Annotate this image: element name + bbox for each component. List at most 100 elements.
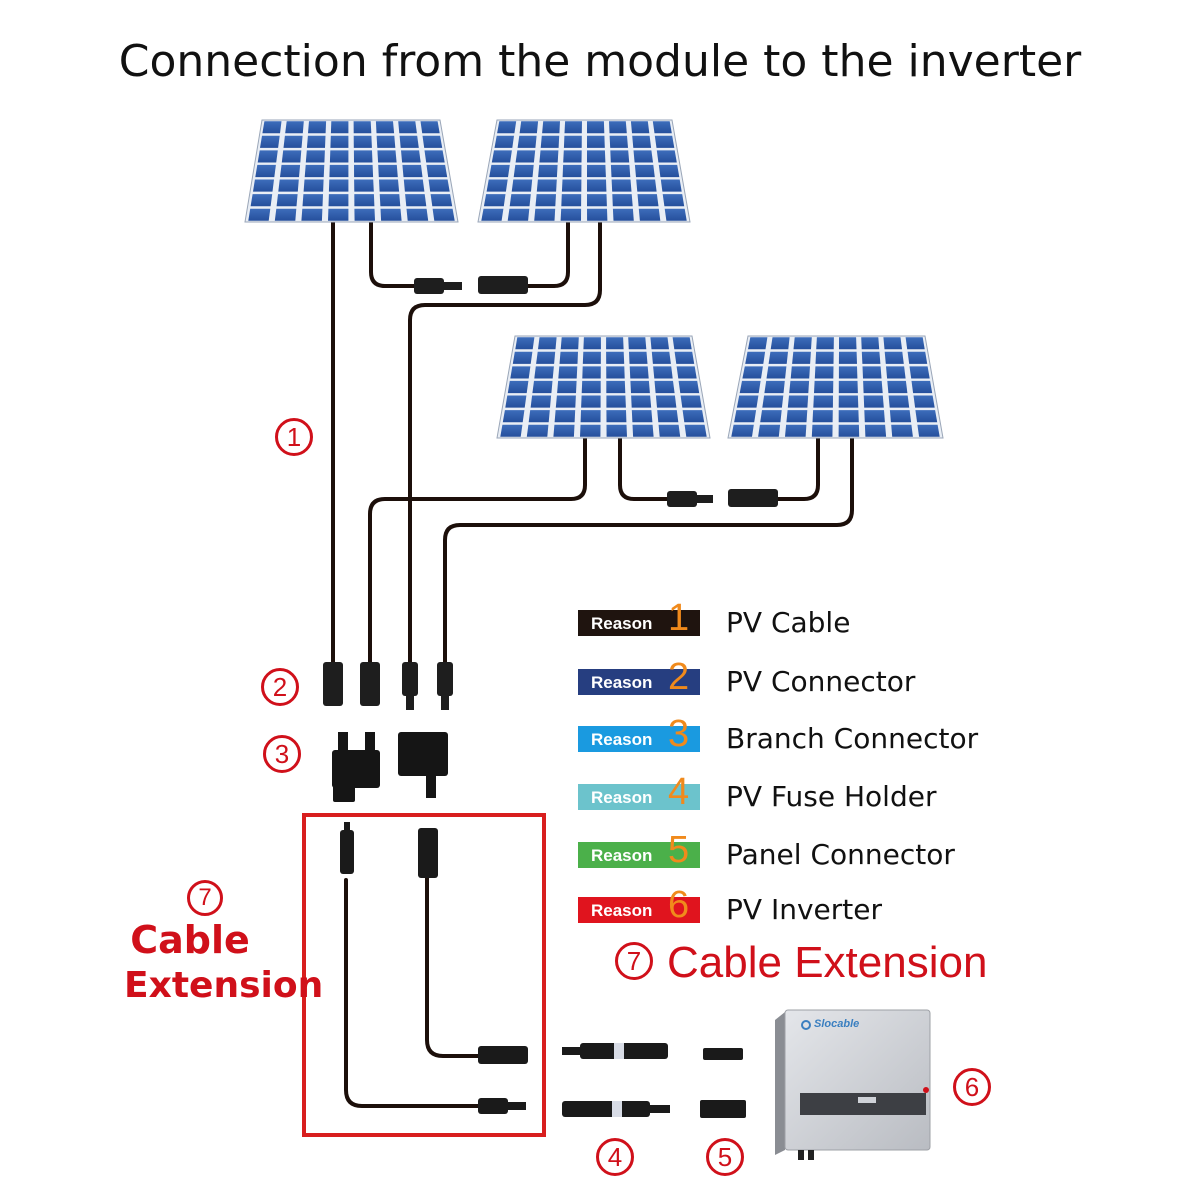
reason-word: Reason (591, 846, 653, 865)
solar-cell (758, 424, 781, 437)
callout-2: 2 (261, 668, 299, 706)
solar-cell (378, 164, 398, 178)
solar-cell (887, 380, 908, 394)
solar-cell (770, 337, 790, 350)
solar-cell (405, 194, 427, 207)
solar-cell (562, 164, 582, 178)
cable-panel3-link (618, 436, 674, 501)
solar-cell (354, 179, 374, 192)
solar-cell (793, 337, 812, 350)
solar-cell (609, 135, 628, 148)
solar-cell (883, 337, 902, 350)
fuse-holder-1 (562, 1043, 668, 1059)
solar-cell (281, 150, 302, 163)
solar-cell (658, 164, 680, 178)
solar-cell (558, 366, 578, 379)
solar-cell (611, 179, 632, 192)
extension-cable-1 (344, 878, 482, 1108)
solar-cell (864, 410, 885, 423)
extension-top-connector-2 (418, 828, 438, 878)
solar-cell (329, 150, 349, 163)
solar-cell (748, 337, 768, 350)
solar-cell (497, 121, 517, 134)
solar-cell (638, 208, 661, 221)
solar-cell (629, 351, 648, 364)
solar-cell (907, 351, 928, 364)
solar-cell (606, 380, 626, 394)
solar-cell (731, 424, 754, 437)
solar-cell (734, 410, 757, 423)
solar-cell (838, 351, 857, 364)
solar-cell (583, 337, 601, 350)
solar-cell (888, 395, 910, 408)
solar-cell (680, 395, 702, 408)
solar-cell (512, 351, 533, 364)
mc4-female-connector-top (478, 276, 528, 294)
solar-cell (539, 150, 559, 163)
cable-extension-side-line1: Cable (130, 918, 250, 962)
solar-cell (353, 121, 372, 134)
solar-cell (328, 194, 349, 207)
solar-cell (631, 395, 652, 408)
solar-cell (917, 424, 940, 437)
solar-cell (507, 380, 529, 394)
solar-cell (785, 424, 807, 437)
branch-connector-male (332, 732, 380, 802)
solar-panel-3 (496, 335, 711, 439)
solar-cell (557, 380, 577, 394)
solar-cell (606, 366, 625, 379)
solar-cell (811, 424, 833, 437)
solar-cell (561, 179, 582, 192)
solar-cell (376, 135, 396, 148)
solar-cell (285, 121, 304, 134)
solar-cell (353, 135, 372, 148)
solar-cell (587, 164, 606, 178)
inverter-brand: Slocable (814, 1018, 860, 1030)
solar-panels (244, 119, 944, 439)
solar-cell (764, 380, 785, 394)
reason-number: 1 (668, 597, 690, 639)
solar-cell (633, 150, 653, 163)
solar-cell (587, 179, 607, 192)
solar-cell (399, 135, 419, 148)
solar-cell (308, 121, 327, 134)
solar-cell (554, 410, 576, 423)
solar-cell (330, 121, 349, 134)
solar-cell (515, 150, 536, 163)
solar-cell (814, 380, 834, 394)
solar-cell (253, 179, 274, 192)
extension-top-connector-1 (340, 830, 354, 874)
solar-cell (630, 380, 650, 394)
solar-cell (891, 424, 913, 437)
solar-cell (280, 164, 301, 178)
solar-cell (491, 150, 512, 163)
cable-extension-side-label: 7 Cable Extension (110, 880, 323, 1008)
solar-cell (328, 208, 349, 221)
callout-7: 7 (615, 942, 653, 981)
solar-cell (911, 380, 933, 394)
solar-cell (510, 366, 531, 379)
solar-cell (257, 150, 278, 163)
solar-cell (768, 351, 788, 364)
solar-cell (863, 380, 883, 394)
solar-cell (632, 135, 652, 148)
solar-cell (637, 194, 659, 207)
legend-label: PV Cable (726, 606, 851, 639)
solar-cell (587, 208, 608, 221)
solar-cell (628, 337, 647, 350)
inverter-brand-logo-icon (801, 1020, 811, 1030)
cable-panel4-main (443, 436, 854, 667)
pv-connectors (323, 662, 453, 710)
solar-cell (766, 366, 787, 379)
callout-4: 4 (596, 1138, 634, 1176)
solar-cell (838, 395, 859, 408)
solar-cell (536, 179, 557, 192)
legend-label: PV Connector (726, 665, 916, 698)
callout-7-side: 7 (187, 880, 223, 916)
pv-inverter (775, 1009, 931, 1160)
